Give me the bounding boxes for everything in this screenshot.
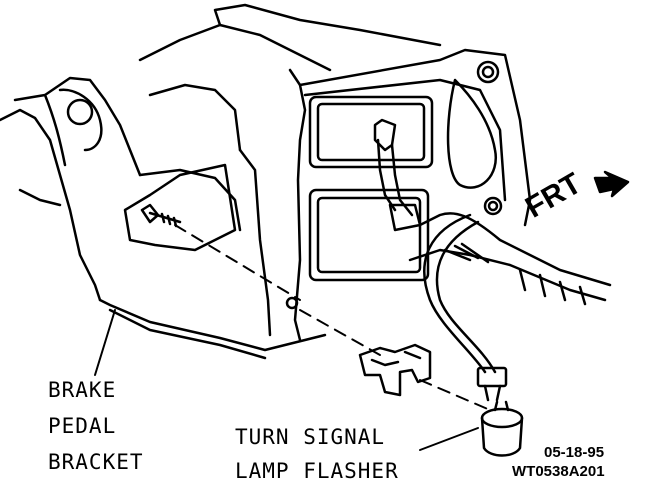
date-code: 05-18-95 — [544, 444, 605, 461]
wire-harness-drawing — [373, 118, 612, 306]
brake-label-line1: BRAKE — [48, 378, 117, 402]
bracket-housing-drawing — [138, 3, 532, 342]
leader-lines — [94, 309, 479, 451]
flasher-label-line1: TURN SIGNAL — [235, 425, 386, 449]
screw-drawing — [140, 203, 182, 228]
turn-signal-flasher-drawing — [480, 400, 524, 457]
brake-label-line3: BRACKET — [48, 450, 144, 474]
front-arrow-icon — [593, 170, 630, 198]
flasher-leads-drawing — [423, 213, 508, 402]
figure-code: WT0538A201 — [512, 463, 605, 480]
brake-pedal-bracket-drawing — [0, 76, 327, 360]
panel-cutouts-drawing — [123, 78, 498, 282]
mounting-clip-drawing — [358, 343, 432, 397]
flasher-label-line2: LAMP FLASHER — [235, 459, 399, 483]
assembly-guide-lines — [174, 224, 491, 411]
brake-label-line2: PEDAL — [48, 414, 117, 438]
bolt-holes-drawing — [285, 60, 503, 310]
